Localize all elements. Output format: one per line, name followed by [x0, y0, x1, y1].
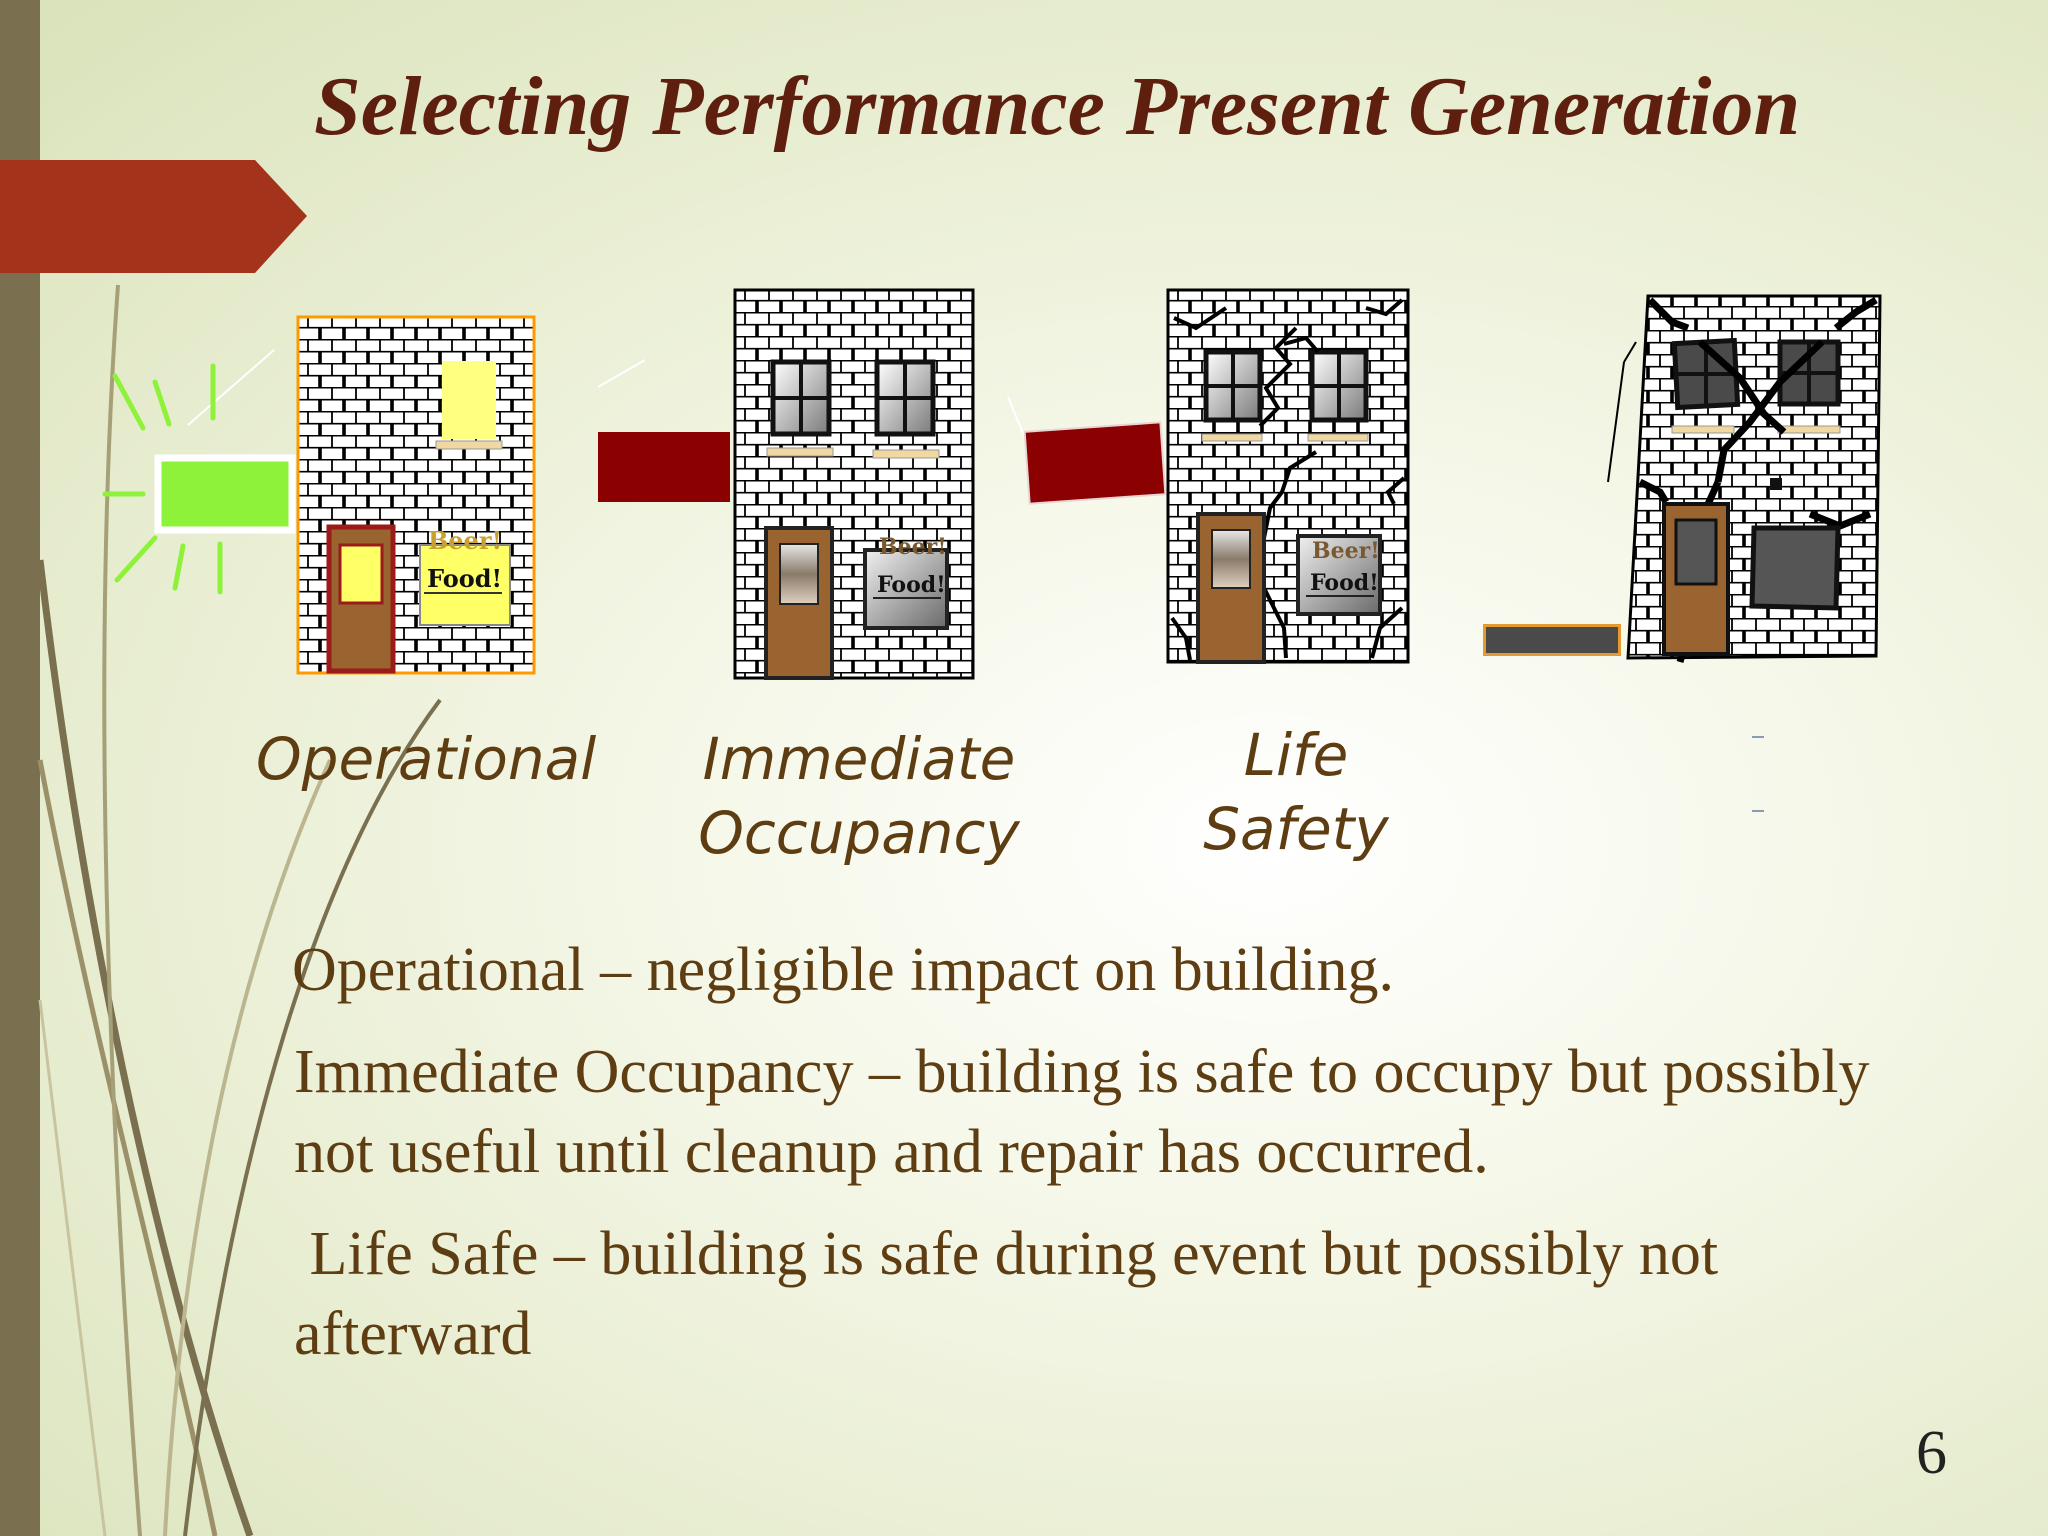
- building-collapse: [1600, 282, 1900, 674]
- level-label-line: Immediate: [684, 722, 1034, 796]
- building-immediate-occupancy: Beer! Food!: [733, 288, 975, 682]
- level-label-immediate-occupancy: Immediate Occupancy: [684, 722, 1034, 870]
- level-label-life-safety: Life Safety: [1166, 718, 1426, 866]
- level-label-line: Occupancy: [684, 796, 1034, 870]
- food-sign-text: Food!: [1310, 570, 1379, 596]
- shop-sign: [1752, 528, 1838, 608]
- food-sign-text: Food!: [427, 564, 502, 593]
- window: [877, 362, 933, 434]
- window: [1206, 352, 1260, 420]
- beer-sign-text: Beer!: [879, 534, 947, 560]
- damage-level-block: [1026, 423, 1165, 502]
- description-immediate-occupancy: Immediate Occupancy – building is safe t…: [294, 1032, 1894, 1192]
- window: [1312, 352, 1366, 420]
- small-dash: [1752, 810, 1764, 812]
- building-operational: Beer! Food!: [296, 315, 536, 677]
- beer-sign-text: Beer!: [1312, 538, 1380, 564]
- food-sign-text: Food!: [877, 572, 946, 598]
- green-light-indicator: [95, 360, 305, 600]
- small-dash: [1752, 736, 1764, 738]
- level-label-operational: Operational: [256, 722, 586, 796]
- page-number: 6: [1916, 1418, 1947, 1489]
- level-label-line: Safety: [1166, 792, 1426, 866]
- description-operational: Operational – negligible impact on build…: [292, 930, 1892, 1010]
- lit-window: [442, 361, 496, 439]
- description-life-safe: Life Safe – building is safe during even…: [294, 1214, 1894, 1374]
- damage-level-block: [598, 432, 730, 502]
- level-label-line: Operational: [256, 722, 586, 796]
- arrow-tab: [0, 160, 307, 273]
- beer-sign-text: Beer!: [428, 526, 502, 555]
- window: [773, 362, 829, 434]
- building-life-safety: Beer! Food!: [1166, 288, 1412, 666]
- level-label-line: Life: [1166, 718, 1426, 792]
- slide-title: Selecting Performance Present Generation: [314, 58, 1800, 155]
